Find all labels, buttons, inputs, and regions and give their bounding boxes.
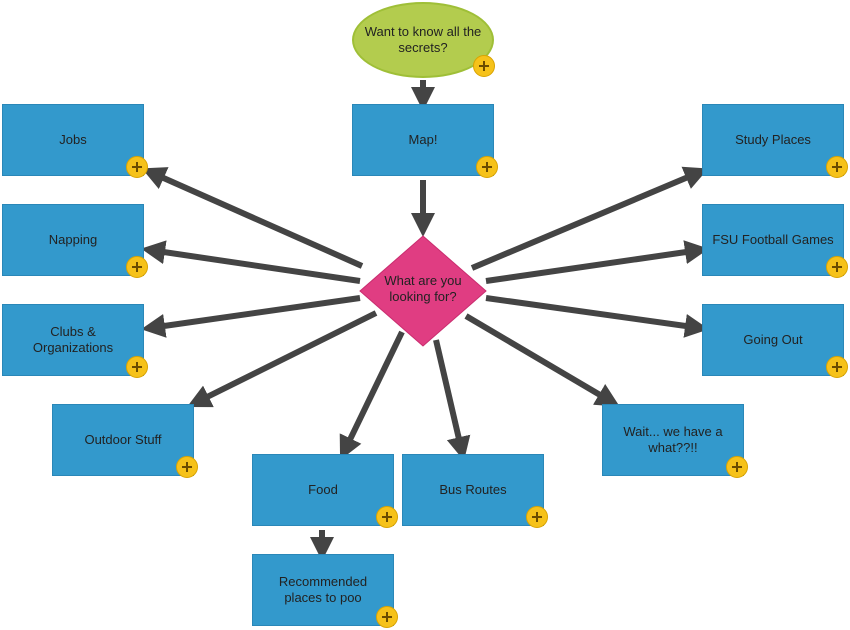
wait-node[interactable]: Wait... we have a what??!! [602, 404, 744, 476]
study-node[interactable]: Study Places [702, 104, 844, 176]
football-node[interactable]: FSU Football Games [702, 204, 844, 276]
wait-node-label: Wait... we have a what??!! [623, 424, 723, 455]
add-icon-food[interactable] [376, 506, 398, 528]
add-icon-going-out[interactable] [826, 356, 848, 378]
decision-node-label: What are you looking for? [384, 273, 462, 304]
clubs-node-label: Clubs & Organizations [32, 324, 114, 355]
poo-node-label: Recommended places to poo [278, 574, 368, 605]
arrow-to-food [339, 330, 405, 461]
going-out-node[interactable]: Going Out [702, 304, 844, 376]
map-node[interactable]: Map! [352, 104, 494, 176]
arrow-to-clubs [141, 295, 361, 338]
arrow-to-bus [433, 339, 471, 461]
arrow-to-outdoor [186, 310, 378, 408]
decision-diamond-shape [359, 235, 487, 347]
arrow-to-jobs [141, 167, 364, 269]
jobs-node-label: Jobs [59, 132, 87, 147]
add-icon-map[interactable] [476, 156, 498, 178]
arrow-to-going-out [485, 295, 709, 338]
clubs-node[interactable]: Clubs & Organizations [2, 304, 144, 376]
napping-node-label: Napping [48, 232, 98, 247]
arrow-to-football [485, 240, 709, 284]
add-icon-bus[interactable] [526, 506, 548, 528]
football-node-label: FSU Football Games [712, 232, 834, 247]
poo-node[interactable]: Recommended places to poo [252, 554, 394, 626]
start-node[interactable]: Want to know all the secrets? [352, 2, 494, 78]
bus-node[interactable]: Bus Routes [402, 454, 544, 526]
add-icon-outdoor[interactable] [176, 456, 198, 478]
add-icon-napping[interactable] [126, 256, 148, 278]
arrow-to-napping [141, 240, 361, 284]
outdoor-node-label: Outdoor Stuff [84, 432, 162, 447]
going-out-node-label: Going Out [743, 332, 803, 347]
add-icon-start[interactable] [473, 55, 495, 77]
arrow-to-wait [464, 313, 620, 407]
add-icon-football[interactable] [826, 256, 848, 278]
map-node-label: Map! [408, 132, 438, 147]
outdoor-node[interactable]: Outdoor Stuff [52, 404, 194, 476]
food-node-label: Food [308, 482, 338, 497]
add-icon-poo[interactable] [376, 606, 398, 628]
add-icon-wait[interactable] [726, 456, 748, 478]
start-node-label: Want to know all the secrets? [364, 24, 482, 55]
study-node-label: Study Places [735, 132, 811, 147]
bus-node-label: Bus Routes [439, 482, 507, 497]
add-icon-clubs[interactable] [126, 356, 148, 378]
jobs-node[interactable]: Jobs [2, 104, 144, 176]
add-icon-jobs[interactable] [126, 156, 148, 178]
food-node[interactable]: Food [252, 454, 394, 526]
arrow-to-study [470, 166, 709, 271]
decision-node[interactable]: What are you looking for? [359, 235, 487, 347]
add-icon-study[interactable] [826, 156, 848, 178]
napping-node[interactable]: Napping [2, 204, 144, 276]
